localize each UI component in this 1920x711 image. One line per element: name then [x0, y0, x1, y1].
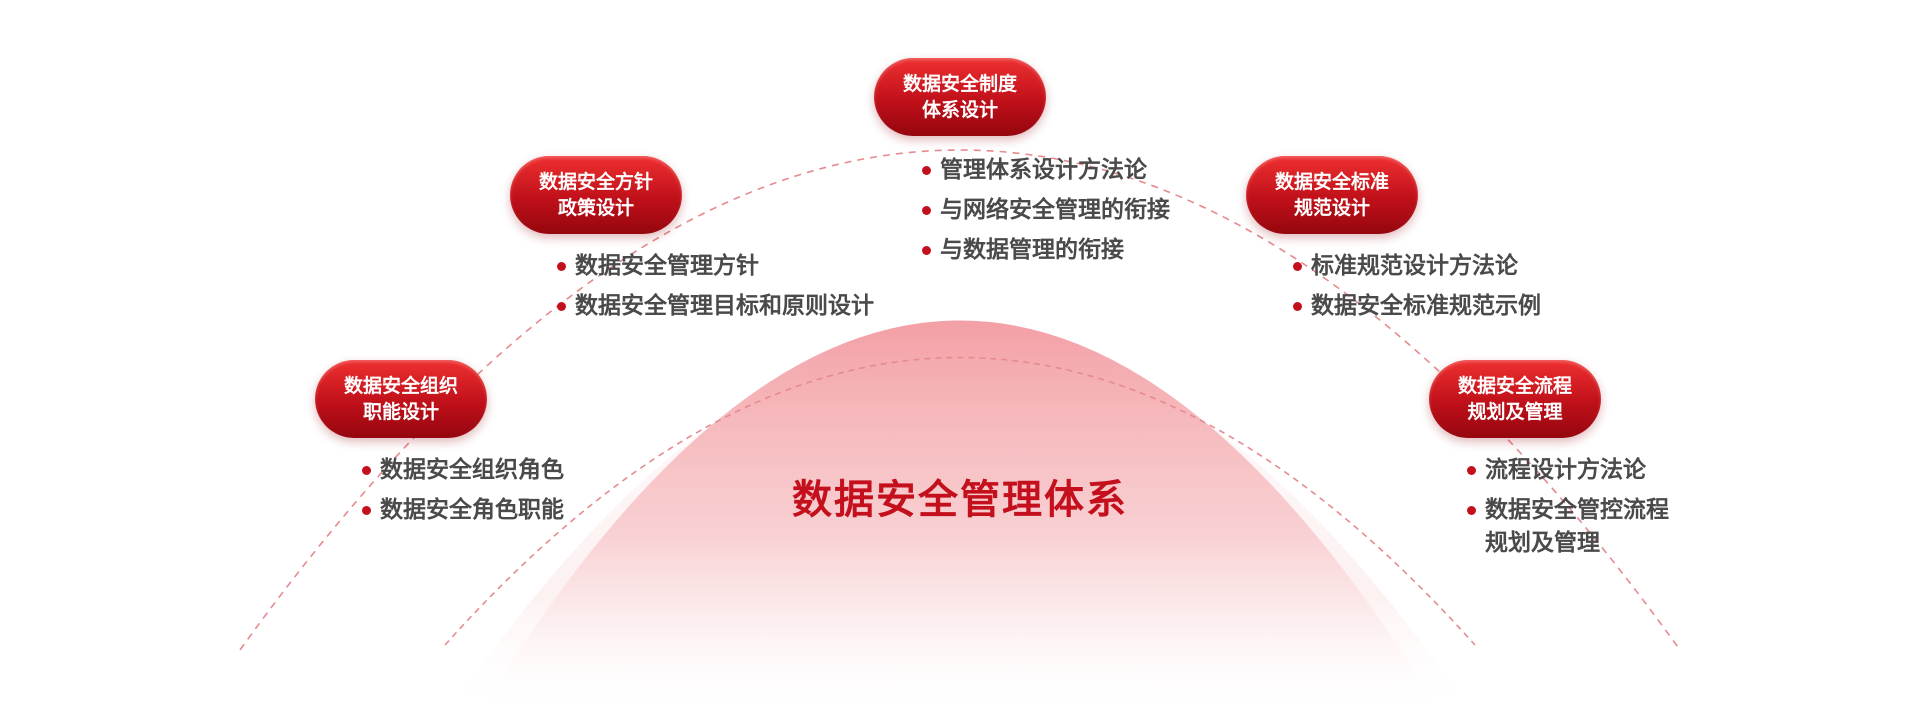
node-standard-items: 标准规范设计方法论 数据安全标准规范示例 — [1291, 246, 1541, 326]
node-standard-pill: 数据安全标准 规范设计 — [1246, 156, 1418, 234]
list-item: 与网络安全管理的衔接 — [920, 190, 1170, 230]
node-process-title-line2: 规划及管理 — [1467, 401, 1563, 423]
node-process-items: 流程设计方法论 数据安全管控流程 规划及管理 — [1465, 450, 1669, 558]
node-system-items: 管理体系设计方法论 与网络安全管理的衔接 与数据管理的衔接 — [920, 150, 1170, 270]
node-org-title-line2: 职能设计 — [362, 401, 439, 423]
center-dome — [480, 320, 1440, 711]
node-org-title-line1: 数据安全组织 — [343, 375, 458, 397]
node-policy-pill: 数据安全方针 政策设计 — [510, 156, 682, 234]
list-item: 管理体系设计方法论 — [920, 150, 1170, 190]
node-process-pill: 数据安全流程 规划及管理 — [1429, 360, 1601, 438]
center-title: 数据安全管理体系 — [792, 477, 1128, 523]
list-item: 数据安全角色职能 — [360, 490, 564, 530]
node-standard-title-line2: 规范设计 — [1293, 197, 1370, 219]
inner-dashed-arc — [444, 356, 1476, 646]
node-org-pill: 数据安全组织 职能设计 — [315, 360, 487, 438]
list-item: 数据安全组织角色 — [360, 450, 564, 490]
list-item: 数据安全管理目标和原则设计 — [555, 286, 874, 326]
node-system-title-line2: 体系设计 — [921, 99, 998, 121]
list-item: 与数据管理的衔接 — [920, 230, 1170, 270]
node-policy-title-line2: 政策设计 — [557, 197, 634, 219]
node-org-items: 数据安全组织角色 数据安全角色职能 — [360, 450, 564, 530]
list-item: 数据安全管控流程 — [1465, 490, 1669, 530]
node-policy-items: 数据安全管理方针 数据安全管理目标和原则设计 — [555, 246, 874, 326]
node-standard-title-line1: 数据安全标准 — [1274, 171, 1389, 193]
node-system-title-line1: 数据安全制度 — [902, 73, 1017, 95]
node-system-pill: 数据安全制度 体系设计 — [874, 58, 1046, 136]
list-item: 数据安全管理方针 — [555, 246, 874, 286]
list-item: 流程设计方法论 — [1465, 450, 1669, 490]
list-item-continuation: 规划及管理 — [1485, 530, 1600, 556]
node-process-title-line1: 数据安全流程 — [1457, 375, 1572, 397]
list-item: 数据安全标准规范示例 — [1291, 286, 1541, 326]
list-item: 标准规范设计方法论 — [1291, 246, 1541, 286]
node-policy-title-line1: 数据安全方针 — [538, 171, 653, 193]
